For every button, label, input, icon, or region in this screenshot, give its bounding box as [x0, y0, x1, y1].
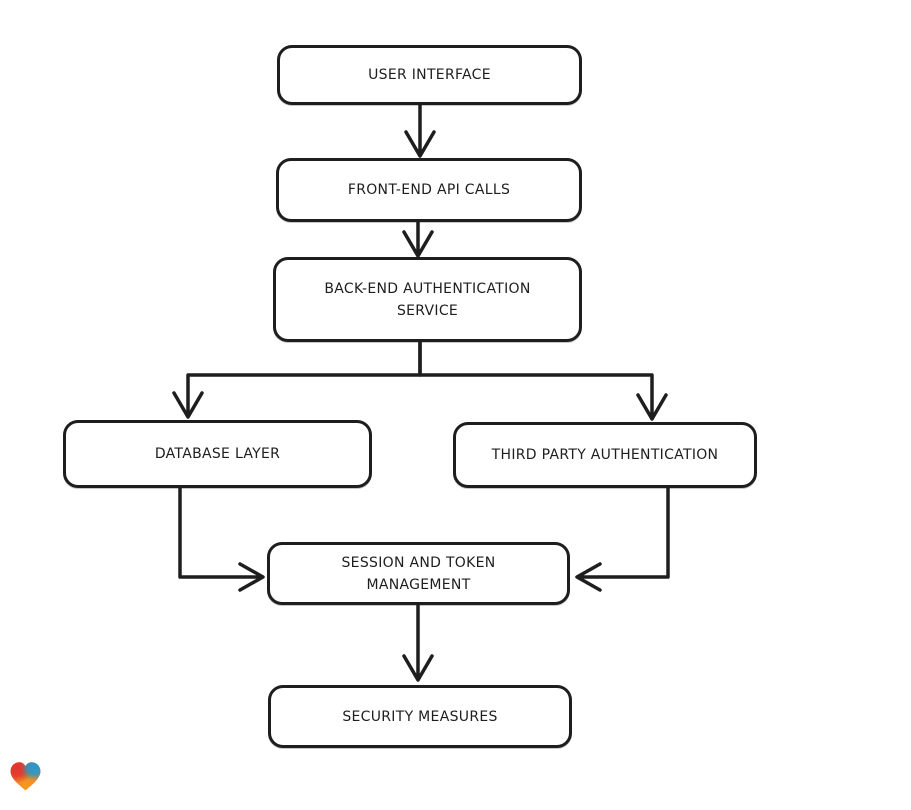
gradient-heart-logo[interactable] — [9, 761, 42, 792]
edge-user-interface-to-front-end[interactable] — [404, 103, 436, 158]
edge-session-to-security[interactable] — [402, 603, 434, 682]
edge-back-end-to-database[interactable] — [172, 340, 422, 419]
edge-third-party-to-session[interactable] — [575, 486, 670, 592]
node-database-layer[interactable]: DATABASE LAYER — [63, 420, 372, 488]
node-label: FRONT-END API CALLS — [347, 182, 511, 198]
node-security-measures[interactable]: SECURITY MEASURES — [268, 685, 572, 748]
node-front-end-api-calls[interactable]: FRONT-END API CALLS — [276, 158, 582, 222]
node-session-and-token-management[interactable]: SESSION AND TOKEN MANAGEMENT — [267, 542, 570, 605]
node-label: SECURITY MEASURES — [342, 708, 498, 725]
node-label: SESSION AND TOKEN MANAGEMENT — [341, 554, 496, 593]
node-label: USER INTERFACE — [368, 67, 491, 83]
node-label: DATABASE LAYER — [154, 446, 281, 462]
edge-back-end-to-third-party[interactable] — [418, 340, 668, 421]
edge-front-end-to-back-end[interactable] — [402, 220, 434, 258]
node-user-interface[interactable]: USER INTERFACE — [277, 45, 582, 105]
heart-icon — [10, 762, 41, 791]
node-third-party-authentication[interactable]: THIRD PARTY AUTHENTICATION — [453, 422, 757, 488]
node-back-end-authentication-service[interactable]: BACK-END AUTHENTICATION SERVICE — [273, 257, 582, 342]
node-label: THIRD PARTY AUTHENTICATION — [491, 447, 719, 463]
node-label: BACK-END AUTHENTICATION SERVICE — [324, 280, 531, 319]
edge-database-to-session[interactable] — [178, 486, 265, 592]
